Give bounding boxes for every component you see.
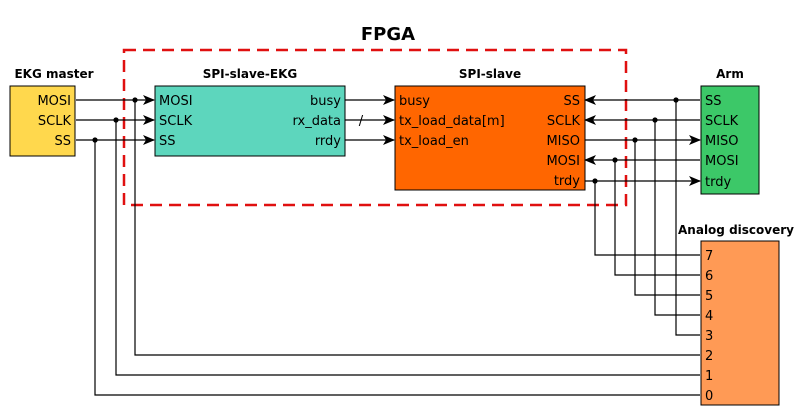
ss-left-pin-1: tx_load_data[m] [399, 114, 505, 129]
ss-right-pin-4: trdy [554, 174, 580, 189]
ad-pin-6: 6 [705, 269, 713, 284]
fpga-boundary [122, 48, 628, 207]
tap-sclk-pin4 [654, 120, 700, 316]
analog-discovery-label: Analog discovery [678, 223, 794, 237]
ss-right-pin-1: SCLK [547, 114, 581, 129]
tap-miso-pin5 [634, 140, 700, 296]
ekg-pin-0: MOSI [37, 94, 71, 109]
arm-pin-0: SS [705, 94, 722, 109]
ekg-master-block: EKG master MOSI SCLK SS [9, 67, 94, 157]
junction-dot [612, 157, 618, 163]
tap-ekg-sclk-pin1 [115, 120, 700, 376]
arm-pin-4: trdy [705, 175, 731, 190]
tap-ss-pin3 [675, 100, 700, 336]
junction-dot [652, 117, 658, 123]
arm-pin-2: MISO [705, 134, 739, 149]
fpga-title: FPGA [361, 24, 415, 45]
spi-slave-ekg-label: SPI-slave-EKG [203, 67, 298, 81]
arm-pin-1: SCLK [705, 114, 739, 129]
ss-right-pin-2: MISO [546, 134, 580, 149]
spi-slave-label: SPI-slave [459, 67, 521, 81]
arm-pin-3: MOSI [705, 154, 739, 169]
bus-width-marker: / [359, 114, 364, 129]
ad-pin-3: 3 [705, 329, 713, 344]
junction-dot [673, 97, 679, 103]
ss-right-pin-0: SS [563, 94, 580, 109]
ekg-master-label: EKG master [14, 67, 93, 81]
spi-slave-ekg-block: SPI-slave-EKG MOSI SCLK SS busy rx_data … [154, 67, 346, 157]
ss-left-pin-2: tx_load_en [399, 134, 469, 149]
ss-left-pin-0: busy [399, 94, 430, 109]
sse-left-pin-0: MOSI [159, 94, 193, 109]
arm-label: Arm [716, 67, 744, 81]
ekg-pin-1: SCLK [38, 114, 72, 129]
sse-left-pin-2: SS [159, 134, 176, 149]
spi-slave-block: SPI-slave busy tx_load_data[m] tx_load_e… [394, 67, 586, 191]
ad-pin-0: 0 [705, 389, 713, 404]
sse-right-pin-1: rx_data [293, 114, 341, 129]
ad-pin-1: 1 [705, 369, 713, 384]
arm-block: Arm SS SCLK MISO MOSI trdy [700, 67, 760, 195]
tap-trdy-pin7 [594, 181, 700, 256]
tap-ekg-ss-pin0 [94, 140, 700, 396]
junction-dot [632, 137, 638, 143]
sse-right-pin-0: busy [310, 94, 341, 109]
ad-pin-4: 4 [705, 309, 713, 324]
ad-pin-5: 5 [705, 289, 713, 304]
ad-pin-7: 7 [705, 249, 713, 264]
wires: / [76, 95, 701, 396]
junction-dot [92, 137, 98, 143]
tap-ekg-mosi-pin2 [134, 100, 700, 356]
tap-mosi-pin6 [614, 160, 700, 276]
ad-pin-2: 2 [705, 349, 713, 364]
junction-dot [132, 97, 138, 103]
junction-dot [592, 178, 598, 184]
ekg-pin-2: SS [54, 134, 71, 149]
sse-right-pin-2: rrdy [315, 134, 341, 149]
junction-dot [113, 117, 119, 123]
ss-right-pin-3: MOSI [546, 154, 580, 169]
sse-left-pin-1: SCLK [159, 114, 193, 129]
analog-discovery-block: Analog discovery 7 6 5 4 3 2 1 0 [678, 223, 794, 406]
